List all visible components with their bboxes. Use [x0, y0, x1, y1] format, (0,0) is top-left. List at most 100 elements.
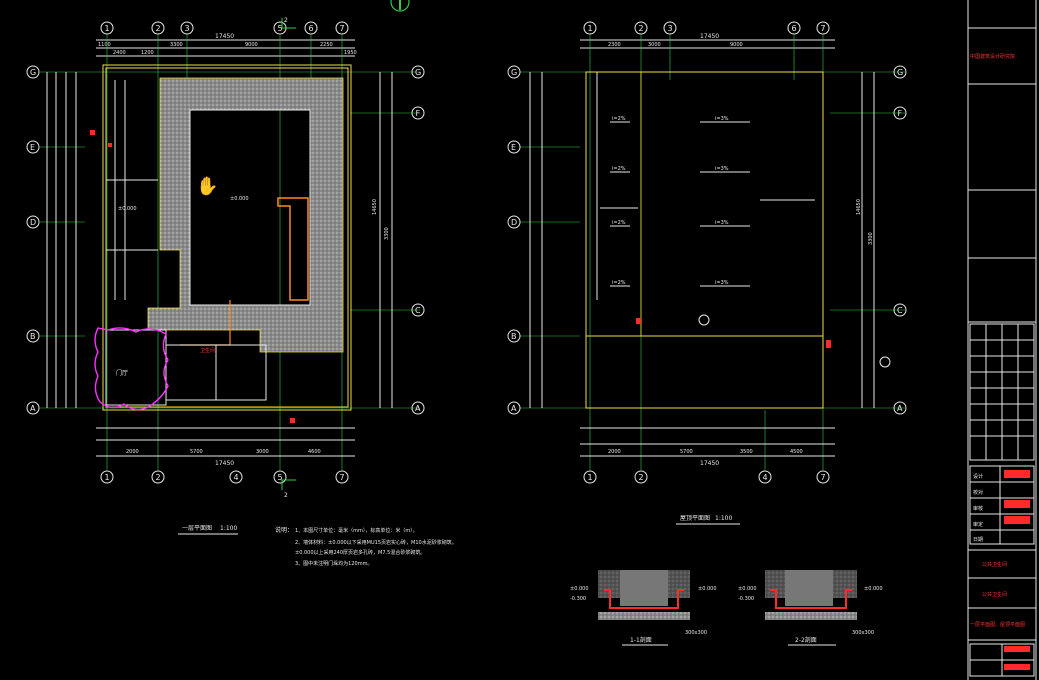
roof-bottom-dim-4: 4500 [790, 449, 803, 455]
roof-axis-bottom-2: 2 [639, 473, 644, 482]
roof-axis-F-right: F [898, 109, 903, 118]
axis-C-right: C [415, 306, 421, 315]
section2-level-b: -0.300 [738, 596, 754, 602]
roof-axis-E-left: E [511, 143, 516, 152]
roof-axis-G-left: G [511, 68, 517, 77]
section2-level-a: ±0.000 [738, 586, 757, 592]
top-dim-3: 9000 [245, 42, 258, 48]
top-dim-6: 1200 [141, 50, 154, 56]
design-notes: 说明： 1、本图尺寸单位：毫米（mm），标高单位：米（m）。 2、墙体材料：±0… [275, 526, 457, 567]
roof-axis-bottom-4: 4 [763, 473, 768, 482]
slope-label-8: i=3% [715, 280, 729, 286]
red-note: 卫生间 [200, 347, 215, 354]
tb-row-2: 校对 [973, 489, 983, 496]
first-floor-plan: 1 2 3 5 6 7 17450 1100 3300 9000 2250 24… [26, 17, 425, 535]
room-level-1: ±0.000 [230, 196, 249, 202]
roof-right-dim-2: 3300 [868, 232, 874, 245]
notes-line-3: ±0.000以上采用240厚页岩多孔砖，M7.5混合砂浆砌筑。 [295, 549, 425, 556]
axis-bottom-5: 5 [278, 473, 283, 482]
slope-label-6: i=3% [715, 220, 729, 226]
roof-plan-scale: 1:100 [715, 515, 732, 522]
bottom-dim-2: 5700 [190, 449, 203, 455]
slope-label-3: i=2% [612, 166, 626, 172]
tb-row-4: 审定 [973, 521, 983, 528]
section2-note: 300x300 [852, 630, 874, 636]
notes-line-2: 2、墙体材料：±0.000以下采用MU15页岩实心砖，M10水泥砂浆砌筑。 [295, 539, 457, 546]
right-dim-1: 14650 [372, 199, 378, 215]
section1-label: 1-1剖面 [630, 636, 652, 644]
bottom-dim-1: 2000 [126, 449, 139, 455]
axis-G-left: G [30, 68, 36, 77]
roof-bottom-dim-3: 3500 [740, 449, 753, 455]
notes-line-4: 3、图中未注明门垛均为120mm。 [295, 560, 372, 567]
axis-A-right: A [415, 404, 421, 413]
top-dim-2: 3300 [170, 42, 183, 48]
roof-bottom-dim-2: 5700 [680, 449, 693, 455]
axis-G-right: G [415, 68, 421, 77]
roof-axis-bottom-7: 7 [821, 473, 826, 482]
drawing-name-red: 一层平面图、屋顶平面图 [970, 622, 1025, 628]
slope-label-1: i=2% [612, 116, 626, 122]
axis-bubble-2: 2 [156, 24, 161, 33]
axis-B-left: B [30, 332, 36, 341]
axis-bubble-6: 6 [309, 24, 314, 33]
top-dim-5: 2400 [113, 50, 126, 56]
axis-F-right: F [416, 109, 421, 118]
roof-plan: 1 2 3 6 7 17450 2300 3000 9000 G E D B [507, 21, 907, 525]
roof-axis-bottom-1: 1 [588, 473, 593, 482]
roof-axis-7: 7 [821, 24, 826, 33]
roof-top-dim-2: 3000 [648, 42, 661, 48]
title-block: 中国建筑设计研究院 设计 校对 审核 审定 日期 [967, 0, 1037, 680]
roof-axis-B-left: B [511, 332, 517, 341]
roof-axis-6: 6 [792, 24, 797, 33]
roof-total-bottom: 17450 [700, 460, 719, 467]
axis-bubble-5: 5 [278, 24, 283, 33]
top-dim-1: 1100 [98, 42, 111, 48]
axis-bubble-7: 7 [340, 24, 345, 33]
bottom-dim-4: 4600 [308, 449, 321, 455]
roof-axis-D-left: D [511, 218, 517, 227]
lobby-label: 门厅 [116, 369, 128, 377]
building-name-red: 公共卫生间 [982, 591, 1007, 598]
total-width-top: 17450 [215, 33, 234, 40]
section-detail-1: ±0.000 -0.300 ±0.000 300x300 1-1剖面 [570, 570, 717, 646]
top-dim-7: 1950 [344, 50, 357, 56]
axis-bottom-7: 7 [340, 473, 345, 482]
axis-bottom-2: 2 [156, 473, 161, 482]
slope-label-5: i=2% [612, 220, 626, 226]
top-dim-4: 2250 [320, 42, 333, 48]
axis-bottom-4: 4 [234, 473, 239, 482]
tb-row-5: 日期 [973, 537, 983, 543]
room-level-2: ±0.000 [118, 206, 137, 212]
firm-name-red: 中国建筑设计研究院 [970, 53, 1015, 60]
roof-right-dim-1: 14650 [856, 199, 862, 215]
axis-bottom-1: 1 [105, 473, 110, 482]
hand-cursor-icon: ✋ [196, 175, 218, 197]
tb-row-1: 设计 [973, 473, 983, 480]
plan-left-title: 一层平面图 [182, 525, 212, 532]
slope-label-2: i=3% [715, 116, 729, 122]
tb-row-3: 审核 [973, 505, 983, 512]
notes-line-1: 1、本图尺寸单位：毫米（mm），标高单位：米（m）。 [295, 527, 418, 534]
roof-axis-C-right: C [897, 306, 903, 315]
slope-label-7: i=2% [612, 280, 626, 286]
roof-axis-2: 2 [639, 24, 644, 33]
exterior-walls [102, 64, 352, 411]
roof-bottom-dim-1: 2000 [608, 449, 621, 455]
magenta-cloud [94, 327, 169, 411]
section1-level-c: ±0.000 [698, 586, 717, 592]
roof-total-top: 17450 [700, 33, 719, 40]
roof-axis-1: 1 [588, 24, 593, 33]
right-dim-2: 3300 [384, 227, 390, 240]
section1-note: 300x300 [685, 630, 707, 636]
hatched-floor-area [147, 77, 344, 353]
section-detail-2: ±0.000 -0.300 ±0.000 300x300 2-2剖面 [738, 570, 883, 646]
total-width-bottom: 17450 [215, 460, 234, 467]
axis-bubble-3: 3 [185, 24, 190, 33]
svg-text:2: 2 [284, 17, 288, 24]
roof-top-dim-3: 9000 [730, 42, 743, 48]
section2-label: 2-2剖面 [795, 636, 817, 644]
plan-left-scale: 1:100 [220, 525, 237, 532]
section1-level-a: ±0.000 [570, 586, 589, 592]
